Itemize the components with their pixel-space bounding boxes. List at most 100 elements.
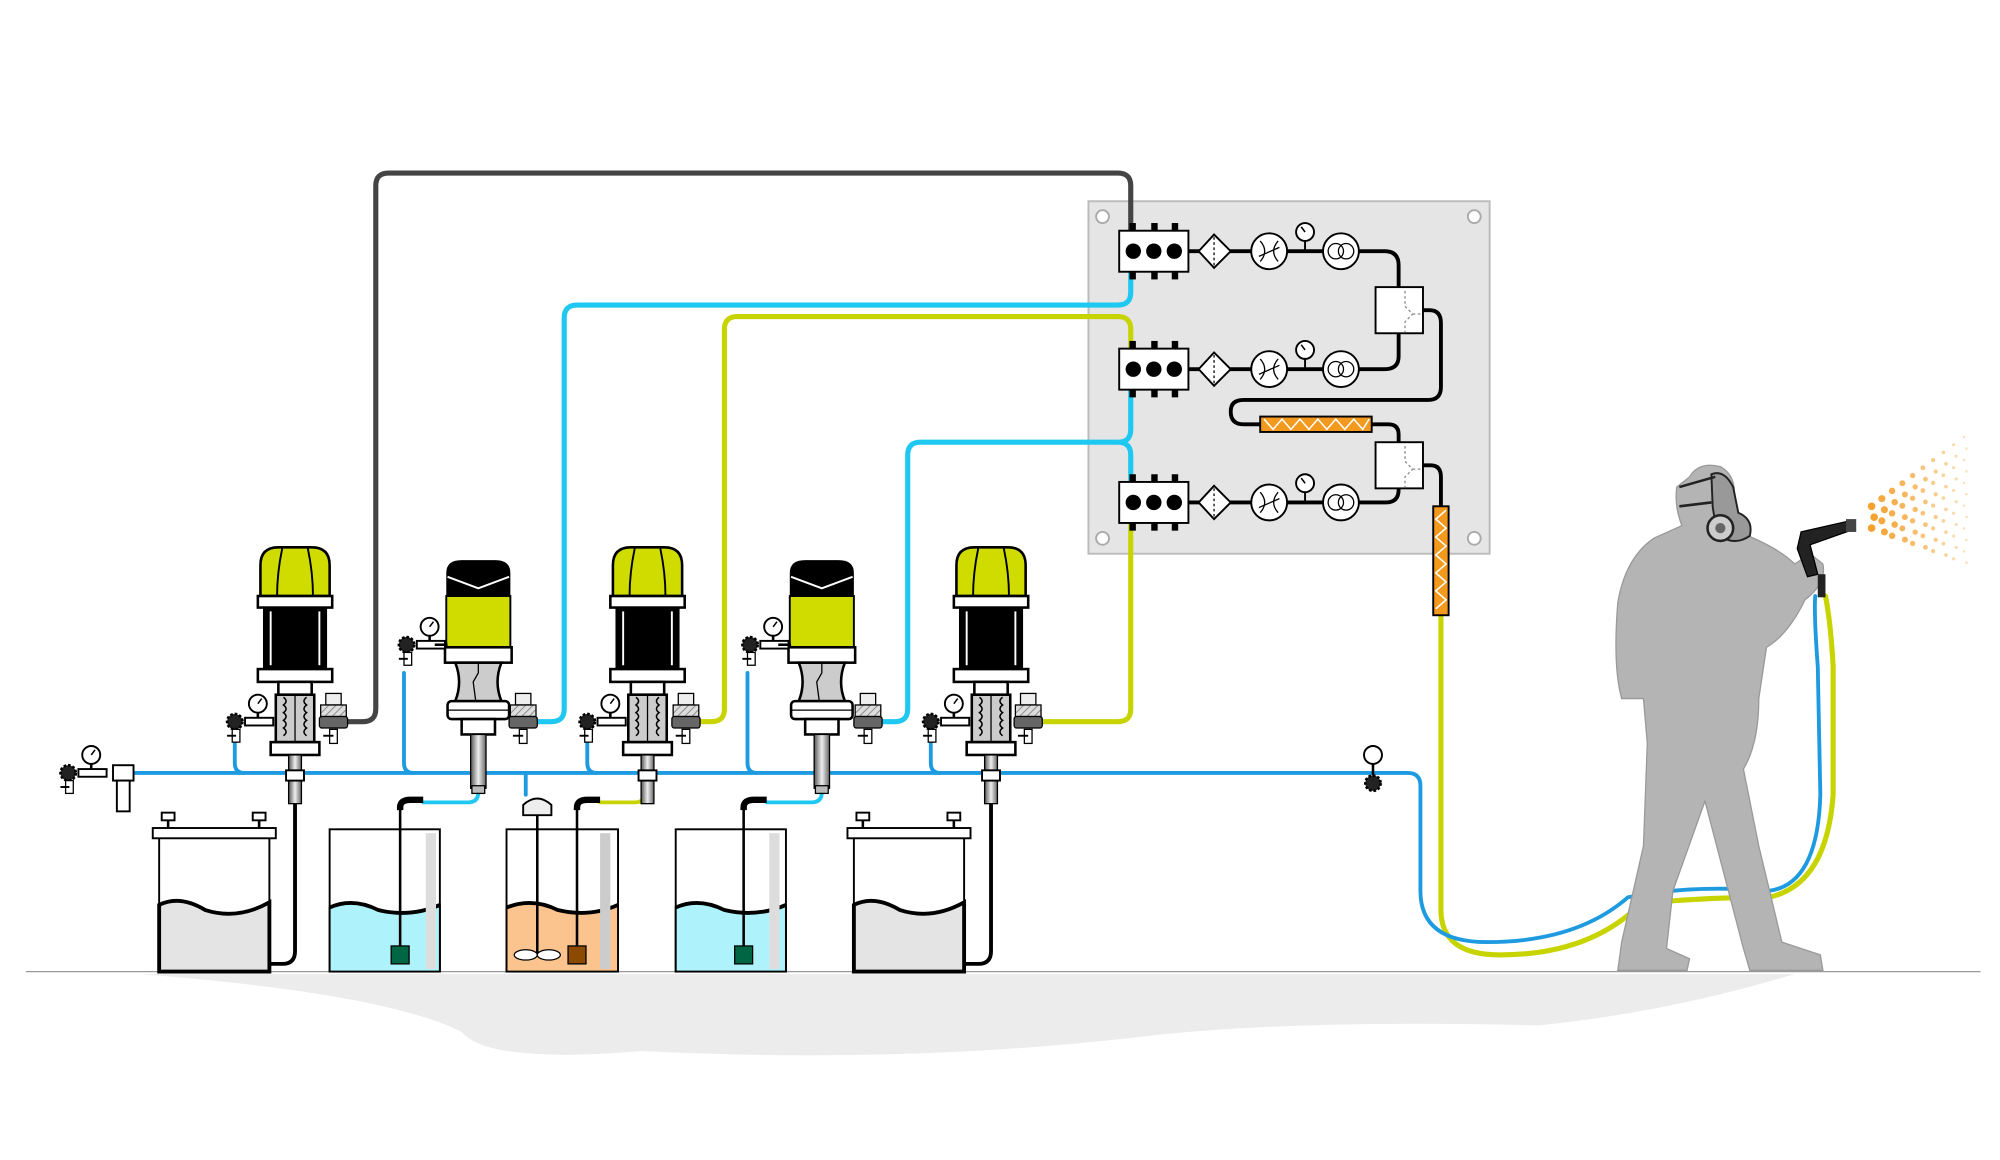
spray-droplet — [1912, 529, 1918, 535]
spray-operator-icon — [1615, 464, 1825, 971]
spray-droplet — [1944, 553, 1948, 557]
spray-droplet — [1944, 462, 1948, 466]
outlet-valve-1 — [318, 692, 349, 745]
spray-droplet — [1920, 533, 1926, 539]
pump-5-piston — [952, 546, 1030, 805]
spray-droplet — [1965, 447, 1968, 450]
spray-droplet — [1965, 492, 1968, 496]
spray-droplet — [1954, 523, 1958, 527]
outlet-valve-4 — [852, 692, 884, 745]
fluid-line-yellow-1 — [696, 314, 1134, 725]
spray-droplet — [1954, 454, 1958, 458]
spray-droplet — [1965, 538, 1968, 542]
fluid-line-cyan-1 — [533, 269, 1134, 725]
spray-droplet — [1930, 458, 1936, 463]
spray-droplet — [1933, 514, 1938, 520]
spray-droplet — [1930, 503, 1936, 508]
spray-droplet — [1954, 500, 1958, 504]
spray-droplet — [1962, 549, 1966, 553]
spray-droplet — [1867, 502, 1876, 511]
static-mixer-horizontal — [1259, 415, 1373, 433]
spray-droplet — [1901, 536, 1908, 543]
spray-droplet — [1930, 526, 1936, 531]
spray-droplet — [1899, 480, 1906, 487]
spray-droplet — [1909, 495, 1916, 501]
spray-droplet — [1930, 480, 1936, 486]
fluid-line-cyan-2 — [879, 387, 1134, 725]
main-air-regulator — [59, 744, 108, 795]
tank-5-drum — [846, 811, 972, 974]
spray-droplet — [1954, 477, 1958, 481]
fluid-hose — [1438, 593, 1836, 958]
spray-droplet — [1962, 481, 1966, 485]
spray-droplet — [1880, 506, 1888, 514]
spray-droplet — [1941, 496, 1946, 500]
pump-3-piston — [609, 546, 686, 805]
spray-droplet — [1920, 488, 1926, 493]
spray-droplet — [1901, 514, 1908, 521]
spray-droplet — [1952, 557, 1956, 561]
spray-droplet — [1867, 524, 1876, 532]
spray-droplet — [1891, 521, 1898, 528]
spray-gun-icon — [1796, 519, 1857, 598]
spray-droplet — [1952, 488, 1956, 492]
spray-droplet — [1933, 537, 1938, 542]
tank-4-cyan — [674, 807, 787, 973]
spray-droplet — [1954, 545, 1958, 550]
air-regulator-3 — [578, 693, 628, 744]
spray-droplet — [1923, 522, 1928, 528]
gun-air-regulator — [1363, 745, 1383, 793]
spray-droplet — [1962, 527, 1966, 530]
spray-droplet — [1899, 502, 1906, 509]
static-mixer-vertical — [1432, 505, 1450, 617]
air-regulator-1 — [225, 693, 275, 744]
outlet-valve-5 — [1013, 692, 1044, 745]
spray-droplet — [1965, 470, 1968, 473]
spray-droplet — [1891, 498, 1898, 506]
spray-droplet — [1952, 443, 1956, 447]
air-hose — [132, 594, 1823, 945]
pump-2-diaphragm — [443, 558, 513, 795]
spray-droplet — [1920, 465, 1926, 471]
spray-droplet — [1920, 510, 1926, 516]
outlet-valve-3 — [670, 692, 702, 745]
spray-droplet — [1888, 532, 1896, 540]
spray-droplet — [1952, 466, 1956, 470]
spray-droplet — [1941, 541, 1946, 546]
mixing-block-2 — [1374, 441, 1424, 490]
spray-droplet — [1952, 534, 1956, 538]
air-regulator-5 — [921, 693, 971, 744]
spray-droplet — [1909, 540, 1916, 547]
spray-droplet — [1933, 492, 1938, 497]
spray-droplet — [1941, 450, 1946, 455]
fluid-lines — [132, 170, 1836, 966]
spray-droplet — [1923, 499, 1928, 505]
spray-droplet — [1912, 506, 1918, 513]
tank-2-cyan — [328, 807, 441, 973]
fluid-line-yellow-2 — [1038, 520, 1134, 725]
spray-droplet — [1888, 487, 1896, 495]
spray-droplet — [1944, 530, 1948, 535]
spray-droplet — [1888, 510, 1896, 517]
spray-droplet — [1965, 561, 1968, 564]
spray-droplet — [1912, 484, 1918, 490]
spray-droplet — [1909, 472, 1916, 479]
spray-droplet — [1944, 507, 1948, 512]
spray-droplet — [1962, 504, 1966, 507]
spray-droplet — [1962, 435, 1966, 439]
spray-droplet — [1933, 469, 1938, 474]
air-regulator-4 — [741, 616, 790, 667]
spray-droplet — [1952, 511, 1956, 515]
spray-droplet — [1878, 495, 1886, 503]
outlet-valve-2 — [508, 692, 539, 745]
catalyst-line — [337, 170, 1134, 725]
tank-1-drum — [151, 811, 277, 974]
spray-pattern — [1867, 435, 1968, 564]
spray-droplet — [1923, 476, 1928, 482]
mixing-block-1 — [1374, 286, 1424, 335]
air-filter — [112, 764, 135, 782]
spray-droplet — [1930, 549, 1936, 554]
spray-droplet — [1941, 473, 1946, 478]
pump-4-diaphragm — [787, 558, 857, 795]
